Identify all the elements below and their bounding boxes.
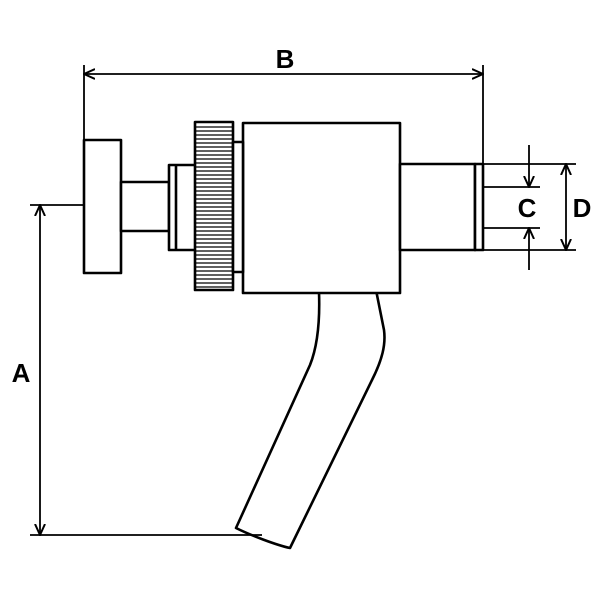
- hex-nut: [167, 163, 198, 252]
- dim-label-b: B: [276, 44, 295, 74]
- knob: [82, 138, 123, 275]
- main-body: [241, 121, 402, 295]
- shaft: [119, 180, 171, 233]
- dim-label-c: C: [518, 193, 537, 223]
- dim-label-d: D: [573, 193, 592, 223]
- tool-handle: [234, 281, 386, 550]
- knurl-lines: [196, 126, 232, 288]
- body-collar: [231, 140, 245, 274]
- outlet-tip: [473, 162, 485, 252]
- outlet-pipe: [398, 162, 477, 252]
- dim-label-a: A: [12, 358, 31, 388]
